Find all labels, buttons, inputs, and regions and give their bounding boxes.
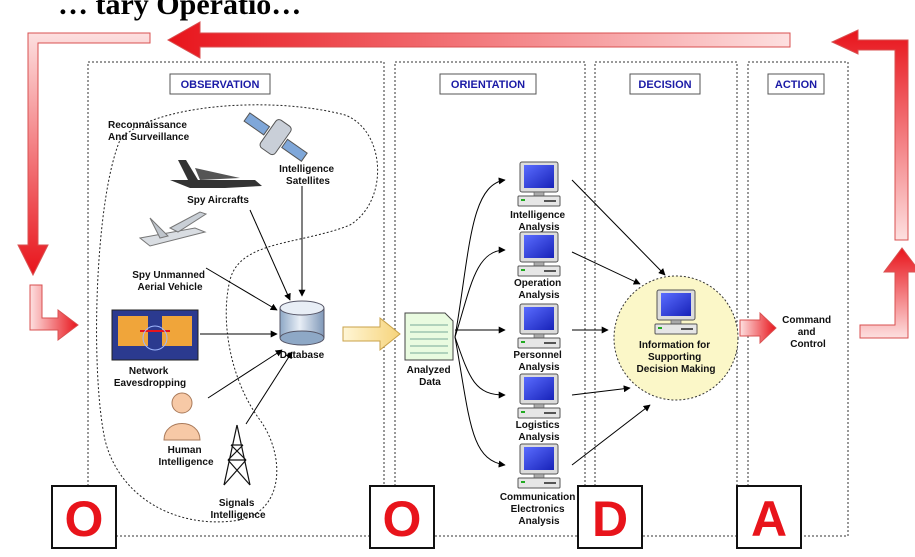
decision-info-label: Information for Supporting Decision Maki… [637,340,716,375]
signals-tower-icon [223,424,251,486]
arrows-to-analyses [454,177,506,468]
spy-uav-label: Spy Unmanned Aerial Vehicle [132,270,208,293]
network-label: Network Eavesdropping [114,366,186,389]
decision-header-label: DECISION [638,79,691,91]
letter-o-orient: O [369,485,435,549]
human-label: Human Intelligence [158,445,213,468]
letter-o-observe: O [51,485,117,549]
decision-pc [654,289,698,335]
analysis-pc-5 [517,443,561,489]
svg-text:A: A [751,491,787,547]
arrows-to-database [200,186,306,425]
page-title: … tary Operatio… [58,0,301,21]
analysis-label: Operation Analysis [514,278,564,301]
decision-circle [613,275,739,401]
svg-text:O: O [65,491,104,547]
reconnaissance-label: Reconnaissance And Surveillance [108,120,190,143]
observation-header-label: OBSERVATION [181,79,260,91]
orientation-header: ORIENTATION [439,73,537,95]
document-icon [404,312,454,361]
signals-label: Signals Intelligence [210,498,265,521]
intel-satellites-label: Intelligence Satellites [279,164,337,187]
feedback-loop-arrow [17,21,915,345]
observation-header: OBSERVATION [169,73,271,95]
database-label: Database [280,350,325,361]
db-to-analyzed-arrow [342,316,401,352]
analysis-pc-2 [517,231,561,277]
decision-header: DECISION [629,73,701,95]
spy-aircraft-icon [170,160,262,188]
analyzed-data-label: Analyzed Data [407,365,454,388]
network-eavesdropping-icon [111,309,199,361]
analysis-pc-3 [517,303,561,349]
observation-panel [87,61,385,537]
action-header: ACTION [767,73,825,95]
analysis-label: Intelligence Analysis [510,210,568,233]
letter-a-act: A [736,485,802,549]
analysis-label: Communication Electronics Analysis [500,492,578,527]
arrows-to-decision [571,179,666,466]
analysis-pc-1 [517,161,561,207]
action-header-label: ACTION [775,79,817,91]
action-panel [747,61,849,537]
reconnaissance-outline [96,104,379,523]
letter-d-decide: D [577,485,643,549]
orientation-header-label: ORIENTATION [451,79,525,91]
satellite-icon [243,112,308,162]
analysis-label: Logistics Analysis [516,420,563,443]
database-icon [279,300,325,346]
human-icon [163,392,201,441]
spy-aircrafts-label: Spy Aircrafts [187,195,249,206]
analysis-label: Personnel Analysis [513,350,564,373]
svg-text:D: D [592,491,628,547]
uav-icon [138,211,208,247]
command-control-label: Command and Control [782,315,834,350]
svg-text:O: O [383,491,422,547]
analysis-pc-4 [517,373,561,419]
